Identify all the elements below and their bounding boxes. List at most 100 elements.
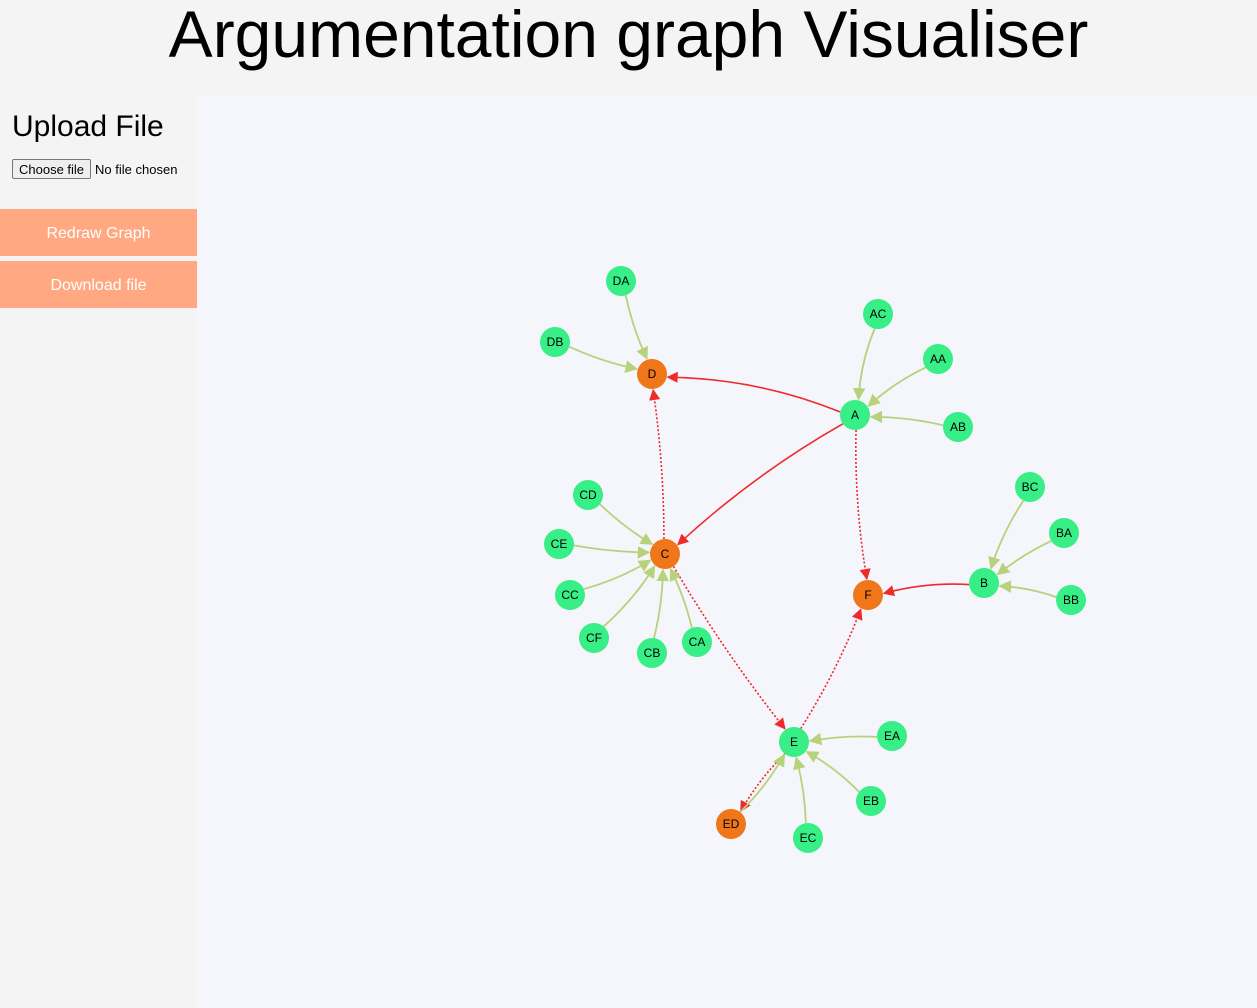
node-db[interactable]: DB	[540, 327, 570, 357]
redraw-graph-button[interactable]: Redraw Graph	[0, 209, 197, 256]
node-ca[interactable]: CA	[682, 627, 712, 657]
edge-bc-b	[988, 500, 1025, 570]
node-label: A	[851, 408, 859, 422]
edge-da-d	[624, 295, 648, 360]
file-status: No file chosen	[95, 161, 178, 177]
node-label: BB	[1063, 593, 1079, 607]
node-circle[interactable]	[943, 412, 973, 442]
edge-b-f	[882, 583, 970, 597]
node-ec[interactable]: EC	[793, 823, 823, 853]
node-b[interactable]: B	[969, 568, 999, 598]
node-label: AB	[950, 420, 966, 434]
node-label: CD	[579, 488, 597, 502]
edge-ce-c	[573, 544, 651, 559]
node-ba[interactable]: BA	[1049, 518, 1079, 548]
edge-e-f	[800, 608, 863, 730]
node-label: DB	[547, 335, 564, 349]
node-label: CB	[644, 646, 661, 660]
node-eb[interactable]: EB	[856, 786, 886, 816]
node-label: C	[661, 547, 670, 561]
node-e[interactable]: E	[779, 727, 809, 757]
node-cd[interactable]: CD	[573, 480, 603, 510]
edges-layer	[568, 295, 1057, 824]
node-a[interactable]: A	[840, 400, 870, 430]
node-c[interactable]: C	[650, 539, 680, 569]
file-input[interactable]: Choose file No file chosen	[12, 159, 177, 179]
node-circle[interactable]	[856, 786, 886, 816]
edge-ed-e	[739, 753, 786, 813]
node-circle[interactable]	[540, 327, 570, 357]
node-ac[interactable]: AC	[863, 299, 893, 329]
node-circle[interactable]	[779, 727, 809, 757]
edge-a-f	[855, 429, 871, 581]
node-label: CC	[561, 588, 579, 602]
choose-file-button[interactable]: Choose file	[12, 159, 92, 179]
node-bb[interactable]: BB	[1056, 585, 1086, 615]
edge-cc-c	[583, 559, 652, 590]
node-circle[interactable]	[682, 627, 712, 657]
node-circle[interactable]	[840, 400, 870, 430]
sidebar: Upload File Choose file No file chosen R…	[0, 96, 197, 1008]
node-circle[interactable]	[555, 580, 585, 610]
node-cc[interactable]: CC	[555, 580, 585, 610]
node-label: DA	[613, 274, 630, 288]
node-da[interactable]: DA	[606, 266, 636, 296]
download-file-button[interactable]: Download file	[0, 261, 197, 308]
node-label: AA	[930, 352, 946, 366]
node-circle[interactable]	[923, 344, 953, 374]
node-ab[interactable]: AB	[943, 412, 973, 442]
edge-c-d	[649, 388, 665, 540]
node-circle[interactable]	[637, 638, 667, 668]
edge-ba-b	[996, 540, 1052, 576]
upload-heading: Upload File	[12, 110, 164, 143]
node-circle[interactable]	[1015, 472, 1045, 502]
node-circle[interactable]	[877, 721, 907, 751]
node-label: EA	[884, 729, 900, 743]
node-label: BA	[1056, 526, 1072, 540]
node-circle[interactable]	[1056, 585, 1086, 615]
node-cb[interactable]: CB	[637, 638, 667, 668]
edge-aa-a	[867, 366, 926, 407]
node-ce[interactable]: CE	[544, 529, 574, 559]
edge-a-d	[666, 371, 841, 413]
node-circle[interactable]	[579, 623, 609, 653]
edge-ab-a	[869, 410, 944, 427]
node-aa[interactable]: AA	[923, 344, 953, 374]
node-label: CF	[586, 631, 602, 645]
node-d[interactable]: D	[637, 359, 667, 389]
node-bc[interactable]: BC	[1015, 472, 1045, 502]
node-circle[interactable]	[544, 529, 574, 559]
page-title: Argumentation graph Visualiser	[168, 0, 1089, 71]
edge-ca-c	[669, 567, 693, 629]
edge-e-ed	[740, 753, 786, 813]
node-circle[interactable]	[969, 568, 999, 598]
edge-a-c	[677, 423, 844, 546]
node-circle[interactable]	[573, 480, 603, 510]
node-circle[interactable]	[716, 809, 746, 839]
edge-cd-c	[599, 503, 654, 546]
edge-db-d	[568, 345, 639, 373]
node-circle[interactable]	[606, 266, 636, 296]
node-circle[interactable]	[637, 359, 667, 389]
edge-bb-b	[998, 580, 1057, 598]
node-label: BC	[1022, 480, 1039, 494]
node-circle[interactable]	[1049, 518, 1079, 548]
node-label: B	[980, 576, 988, 590]
node-label: D	[648, 367, 657, 381]
node-circle[interactable]	[853, 580, 883, 610]
node-f[interactable]: F	[853, 580, 883, 610]
node-ed[interactable]: ED	[716, 809, 746, 839]
node-cf[interactable]: CF	[579, 623, 609, 653]
edge-cb-c	[653, 568, 670, 639]
edge-c-e	[672, 565, 786, 730]
node-circle[interactable]	[793, 823, 823, 853]
node-label: CA	[689, 635, 706, 649]
edge-ac-a	[852, 328, 876, 401]
node-circle[interactable]	[863, 299, 893, 329]
node-label: EC	[800, 831, 817, 845]
node-circle[interactable]	[650, 539, 680, 569]
node-ea[interactable]: EA	[877, 721, 907, 751]
